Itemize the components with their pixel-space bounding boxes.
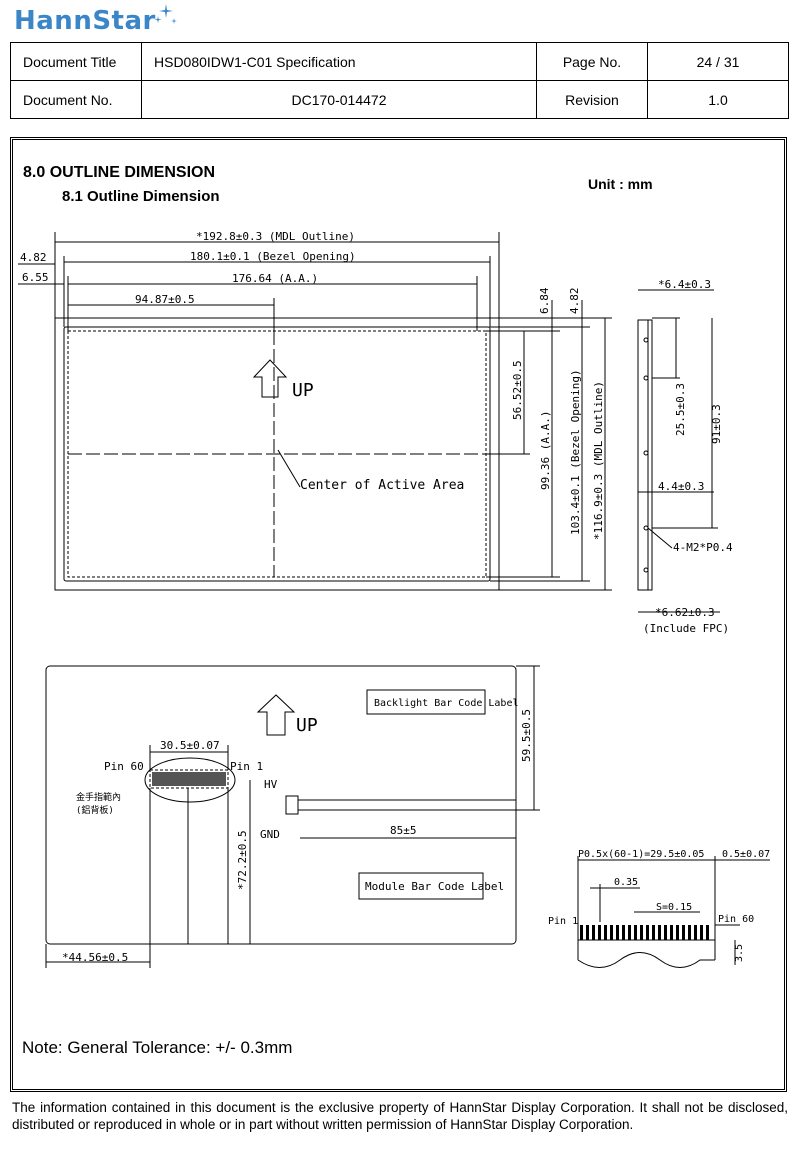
page-no-label: Page No. xyxy=(536,42,648,81)
dim-mdl-h: *116.9±0.3 (MDL Outline) xyxy=(592,381,605,540)
side-view xyxy=(637,289,720,613)
confidentiality-footer: The information contained in this docume… xyxy=(12,1100,788,1132)
gold-finger-label: 金手指範內 xyxy=(76,791,121,803)
dim-left-482: 4.82 xyxy=(20,251,47,264)
doc-title-label: Document Title xyxy=(10,42,142,81)
dim-top-482: 4.82 xyxy=(568,288,581,315)
dim-center-y: 56.52±0.5 xyxy=(511,360,524,420)
logo-stars-icon xyxy=(154,4,177,24)
pin-detail-pin60: Pin 60 xyxy=(718,914,754,925)
section-title: 8.0 OUTLINE DIMENSION xyxy=(23,164,216,181)
dim-aa-h: 99.36 (A.A.) xyxy=(539,411,552,490)
dim-aa-w: 176.64 (A.A.) xyxy=(232,272,318,285)
backlight-label: Backlight Bar Code Label xyxy=(374,698,519,709)
tolerance-note: Note: General Tolerance: +/- 0.3mm xyxy=(22,1038,293,1057)
module-label-box xyxy=(358,872,484,900)
dim-bezel-h: 103.4±0.1 (Bezel Opening) xyxy=(569,369,582,535)
section-subtitle: 8.1 Outline Dimension xyxy=(62,188,220,205)
dim-mdl-outline-w: *192.8±0.3 (MDL Outline) xyxy=(196,230,355,243)
up-arrow-icon xyxy=(252,359,288,398)
dim-85: 85±5 xyxy=(390,824,417,837)
document-header-table: Document Title HSD080IDW1-C01 Specificat… xyxy=(10,42,789,119)
pin-tol-label: 0.5±0.07 xyxy=(722,849,770,860)
dim-722: *72.2±0.5 xyxy=(236,830,249,890)
hv-label: HV xyxy=(264,778,278,791)
up-back-label: UP xyxy=(296,715,318,736)
back-view xyxy=(45,665,540,968)
revision-value: 1.0 xyxy=(647,80,789,119)
pin-35-label: 3.5 xyxy=(734,944,745,962)
pin-detail-pin1: Pin 1 xyxy=(548,916,578,927)
pin60-label: Pin 60 xyxy=(104,760,144,773)
pin-s-label: S=0.15 xyxy=(656,902,692,913)
revision-label: Revision xyxy=(536,80,648,119)
dim-4456: *44.56±0.5 xyxy=(62,951,128,964)
dim-top-684: 6.84 xyxy=(538,287,551,314)
dim-side-thk: *6.4±0.3 xyxy=(658,278,711,291)
pin-teeth xyxy=(152,772,709,940)
dim-bezel-w: 180.1±0.1 (Bezel Opening) xyxy=(190,250,356,263)
pin-pitch-label: P0.5x(60-1)=29.5±0.05 xyxy=(578,849,704,860)
dim-screws: 4-M2*P0.4 xyxy=(673,541,733,554)
side-profile xyxy=(637,319,653,591)
doc-no-label: Document No. xyxy=(10,80,142,119)
dim-side-91: 91±0.3 xyxy=(710,404,723,444)
content-frame xyxy=(10,137,787,1092)
back-outline xyxy=(45,665,517,945)
dim-center-x: 94.87±0.5 xyxy=(135,293,195,306)
dim-side-44: 4.4±0.3 xyxy=(658,480,704,493)
company-logo: HannStar xyxy=(14,6,156,36)
dim-fpc-w: 30.5±0.07 xyxy=(160,739,220,752)
doc-no-value: DC170-014472 xyxy=(141,80,537,119)
up-arrow-back-icon xyxy=(256,694,296,736)
up-label: UP xyxy=(292,380,314,401)
pin-035-label: 0.35 xyxy=(614,877,638,888)
gold-finger-sub-label: (鋁背板) xyxy=(76,804,114,816)
fpc-gold-finger xyxy=(149,769,229,789)
dim-left-655: 6.55 xyxy=(22,271,49,284)
center-active-label: Center of Active Area xyxy=(300,478,464,493)
doc-title-value: HSD080IDW1-C01 Specification xyxy=(141,42,537,81)
front-view xyxy=(18,232,612,591)
gold-finger-circle xyxy=(144,757,236,803)
include-fpc-label: (Include FPC) xyxy=(643,622,729,635)
dim-side-255: 25.5±0.3 xyxy=(674,383,687,436)
module-label: Module Bar Code Label xyxy=(365,880,504,893)
pin1-label: Pin 1 xyxy=(230,760,263,773)
hv-connector xyxy=(285,795,299,815)
gnd-label: GND xyxy=(260,828,280,841)
unit-label: Unit : mm xyxy=(588,176,653,192)
backlight-label-box xyxy=(366,689,486,715)
dim-side-thk-fpc: *6.62±0.3 xyxy=(655,606,715,619)
dim-595: 59.5±0.5 xyxy=(520,709,533,762)
pin-detail xyxy=(577,856,770,968)
